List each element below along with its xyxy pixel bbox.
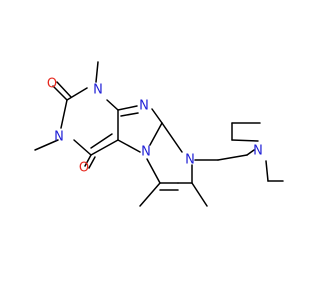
atom-oxygen-top: O	[47, 77, 57, 92]
bond-c4a-c4-double-2	[90, 133, 113, 149]
bond-n9-c4a	[117, 139, 141, 153]
atom-nitrogen-five-ring: N	[141, 145, 151, 160]
bond-ch2-ch2	[217, 154, 248, 161]
atom-nitrogen-amine: N	[253, 144, 263, 159]
bond-n1-c8a	[106, 99, 119, 111]
bond-c4-o-2	[88, 156, 96, 169]
bond-n-amine-ethyl1-a	[231, 139, 259, 142]
bonds	[34, 61, 284, 207]
bond-n-amine-ethyl2-a	[265, 160, 269, 182]
atom-labels: O O N N N N N N	[47, 77, 263, 176]
bond-n-imine-c8	[151, 108, 163, 124]
bond-c4-n3	[73, 139, 92, 156]
bond-c8-n9	[149, 122, 163, 146]
bond-c6-methyl	[139, 182, 161, 207]
atom-nitrogen-imine: N	[139, 99, 149, 114]
bond-n9-c6	[146, 158, 161, 184]
bond-c2-o-1	[52, 85, 68, 101]
bond-c7-methyl	[191, 182, 208, 207]
bond-c4-o-1	[84, 154, 92, 167]
bond-n1-methyl	[95, 61, 99, 83]
molecule-structure-diagram: O O N N N N N N	[0, 0, 300, 300]
atom-nitrogen-side-ring: N	[185, 153, 195, 168]
bond-c4a-c4-double-1	[90, 139, 119, 156]
bond-c8a-n-imine-1	[117, 105, 138, 111]
atom-nitrogen-ring1-top: N	[93, 83, 103, 98]
background	[0, 0, 300, 300]
bond-c2-o-2	[56, 81, 72, 98]
bond-n3-methyl	[34, 139, 59, 151]
atom-oxygen-bottom: O	[79, 161, 89, 176]
bond-c8a-n-imine-2	[120, 112, 139, 117]
bond-n3-c2	[60, 99, 68, 129]
bond-n8-c8	[161, 122, 183, 153]
bond-c2-n1	[66, 87, 88, 101]
atom-nitrogen-ring1-left: N	[54, 130, 64, 145]
bond-ch2-n-amine	[246, 149, 255, 156]
